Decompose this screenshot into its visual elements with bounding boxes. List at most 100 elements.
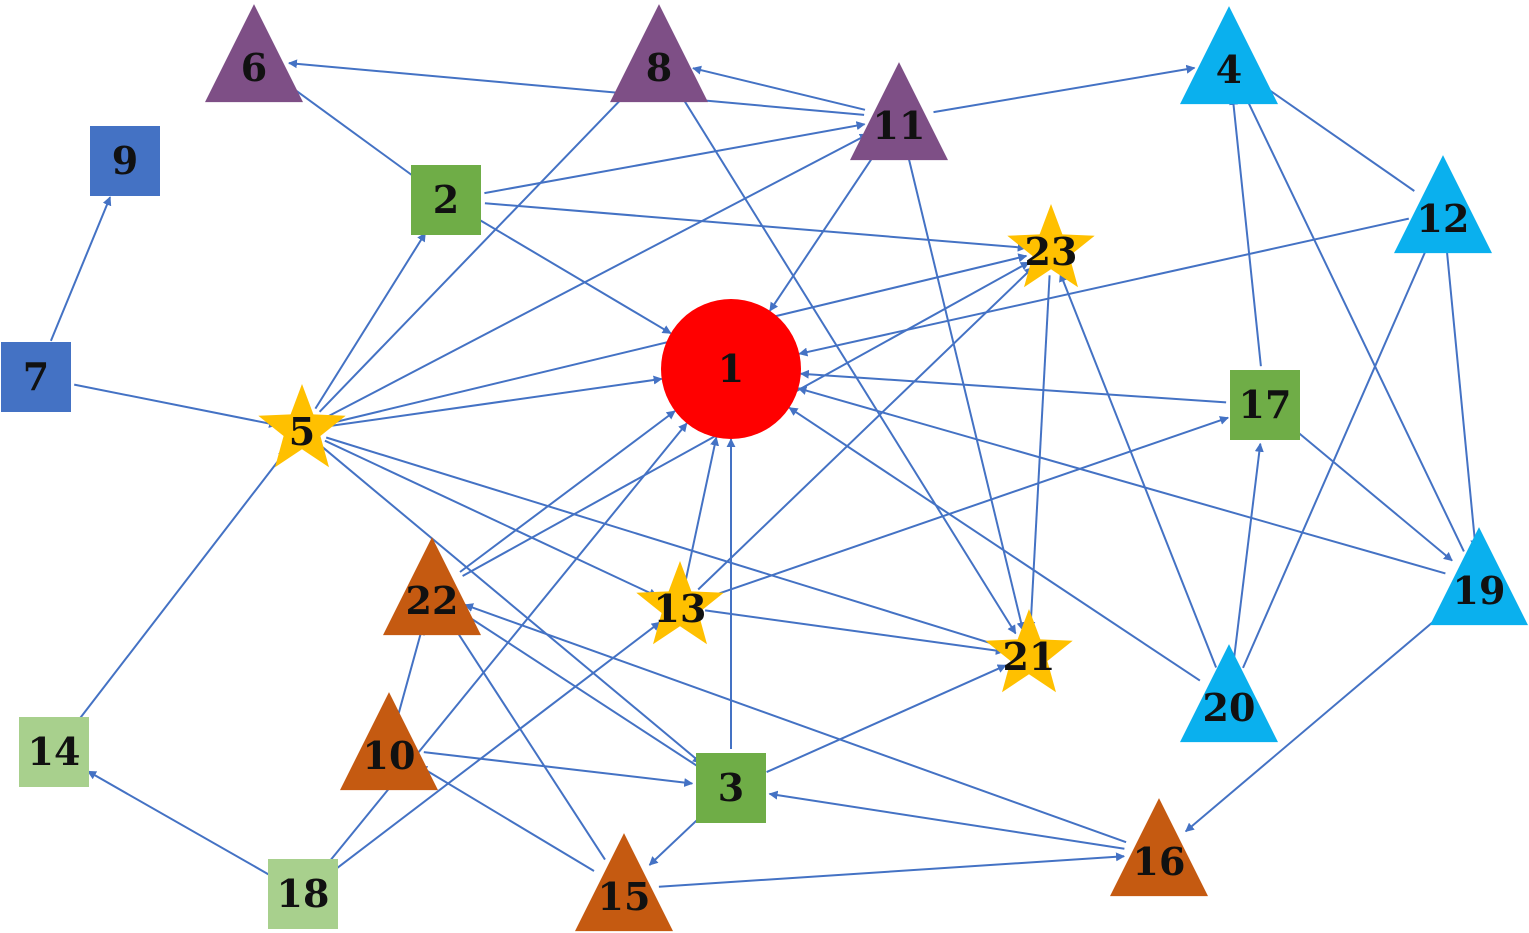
edge-23-to-21 <box>1026 275 1051 631</box>
edge-13-to-21 <box>704 609 1005 655</box>
node-8: 8 <box>610 4 708 103</box>
edge-5-to-3 <box>320 445 702 764</box>
node-label: 2 <box>433 177 459 222</box>
edge-2-to-6 <box>281 79 416 178</box>
edge-16-to-3 <box>768 790 1125 850</box>
edge-5-to-1 <box>326 375 663 428</box>
node-label: 23 <box>1025 229 1078 274</box>
node-label: 19 <box>1453 568 1506 613</box>
node-20: 20 <box>1180 644 1278 743</box>
edge-3-to-22 <box>460 611 699 768</box>
node-9: 9 <box>90 126 160 196</box>
node-label: 21 <box>1003 634 1056 679</box>
node-label: 6 <box>241 45 267 90</box>
node-label: 8 <box>646 45 672 90</box>
edge-2-to-11 <box>484 121 866 195</box>
edge-16-to-22 <box>464 603 1127 844</box>
edge-2-to-1 <box>478 219 672 335</box>
edge-2-to-23 <box>484 202 1027 252</box>
edge-20-to-12 <box>1242 242 1430 669</box>
edge-12-to-1 <box>798 217 1410 357</box>
node-3: 3 <box>696 753 766 823</box>
star-shape <box>1007 204 1095 288</box>
node-17: 17 <box>1230 370 1300 440</box>
node-15: 15 <box>575 833 673 932</box>
triangle-shape <box>383 537 481 636</box>
edge-8-to-21 <box>676 89 1017 635</box>
star-shape <box>985 609 1073 693</box>
triangle-shape <box>1430 527 1528 626</box>
triangle-shape <box>610 4 708 103</box>
edge-17-to-4 <box>1229 95 1262 367</box>
node-label: 3 <box>718 765 744 810</box>
triangle-shape <box>1394 155 1492 254</box>
edge-11-to-6 <box>288 59 865 116</box>
edge-13-to-1 <box>684 436 720 583</box>
star-shape <box>258 384 346 468</box>
edge-12-to-4 <box>1256 81 1415 192</box>
node-5: 5 <box>258 384 346 468</box>
edge-17-to-19 <box>1294 429 1453 562</box>
triangle-shape <box>205 4 303 103</box>
node-18: 18 <box>268 859 338 929</box>
node-14: 14 <box>19 717 89 787</box>
edge-15-to-22 <box>450 621 606 861</box>
node-label: 22 <box>406 578 459 623</box>
edge-20-to-1 <box>788 406 1201 682</box>
edge-17-to-1 <box>799 369 1227 404</box>
edge-20-to-23 <box>1059 272 1218 668</box>
square-shape <box>90 126 160 196</box>
edge-13-to-17 <box>703 416 1229 600</box>
node-label: 5 <box>289 409 315 454</box>
node-label: 16 <box>1133 839 1186 884</box>
triangle-shape <box>1180 6 1278 105</box>
square-shape <box>1230 370 1300 440</box>
triangle-shape <box>1110 798 1208 897</box>
square-shape <box>19 717 89 787</box>
node-22: 22 <box>383 537 481 636</box>
edge-19-to-4 <box>1243 92 1465 552</box>
node-4: 4 <box>1180 6 1278 105</box>
edge-19-to-16 <box>1185 604 1453 833</box>
node-6: 6 <box>205 4 303 103</box>
edge-5-to-13 <box>324 439 658 598</box>
edge-11-to-1 <box>769 146 881 312</box>
triangle-shape <box>850 62 948 161</box>
node-label: 17 <box>1239 382 1292 427</box>
node-label: 4 <box>1216 47 1242 92</box>
edges-layer <box>49 59 1480 888</box>
edge-13-to-23 <box>697 266 1034 591</box>
node-2: 2 <box>411 165 481 235</box>
node-label: 12 <box>1417 196 1470 241</box>
node-label: 7 <box>23 354 49 399</box>
edge-18-to-13 <box>333 621 661 872</box>
node-11: 11 <box>850 62 948 161</box>
node-label: 13 <box>654 586 707 631</box>
edge-11-to-4 <box>933 64 1196 114</box>
edge-14-to-5 <box>77 449 288 722</box>
star-shape <box>636 561 724 645</box>
node-12: 12 <box>1394 155 1492 254</box>
node-label: 11 <box>873 103 926 148</box>
edge-3-to-15 <box>648 814 704 866</box>
node-label: 20 <box>1203 685 1256 730</box>
edge-7-to-9 <box>49 196 112 342</box>
edge-5-to-8 <box>318 84 636 413</box>
triangle-shape <box>1180 644 1278 743</box>
edge-10-to-22 <box>397 625 425 715</box>
edge-7-to-5 <box>74 383 279 428</box>
node-19: 19 <box>1430 527 1528 626</box>
edge-19-to-1 <box>797 386 1446 575</box>
edge-10-to-3 <box>423 751 694 788</box>
node-21: 21 <box>985 609 1073 693</box>
triangle-shape <box>340 692 438 791</box>
edge-15-to-16 <box>658 852 1125 888</box>
node-label: 9 <box>112 138 138 183</box>
node-16: 16 <box>1110 798 1208 897</box>
node-label: 1 <box>718 346 744 391</box>
edge-5-to-2 <box>314 232 427 410</box>
node-7: 7 <box>1 342 71 412</box>
edge-11-to-8 <box>692 65 866 111</box>
